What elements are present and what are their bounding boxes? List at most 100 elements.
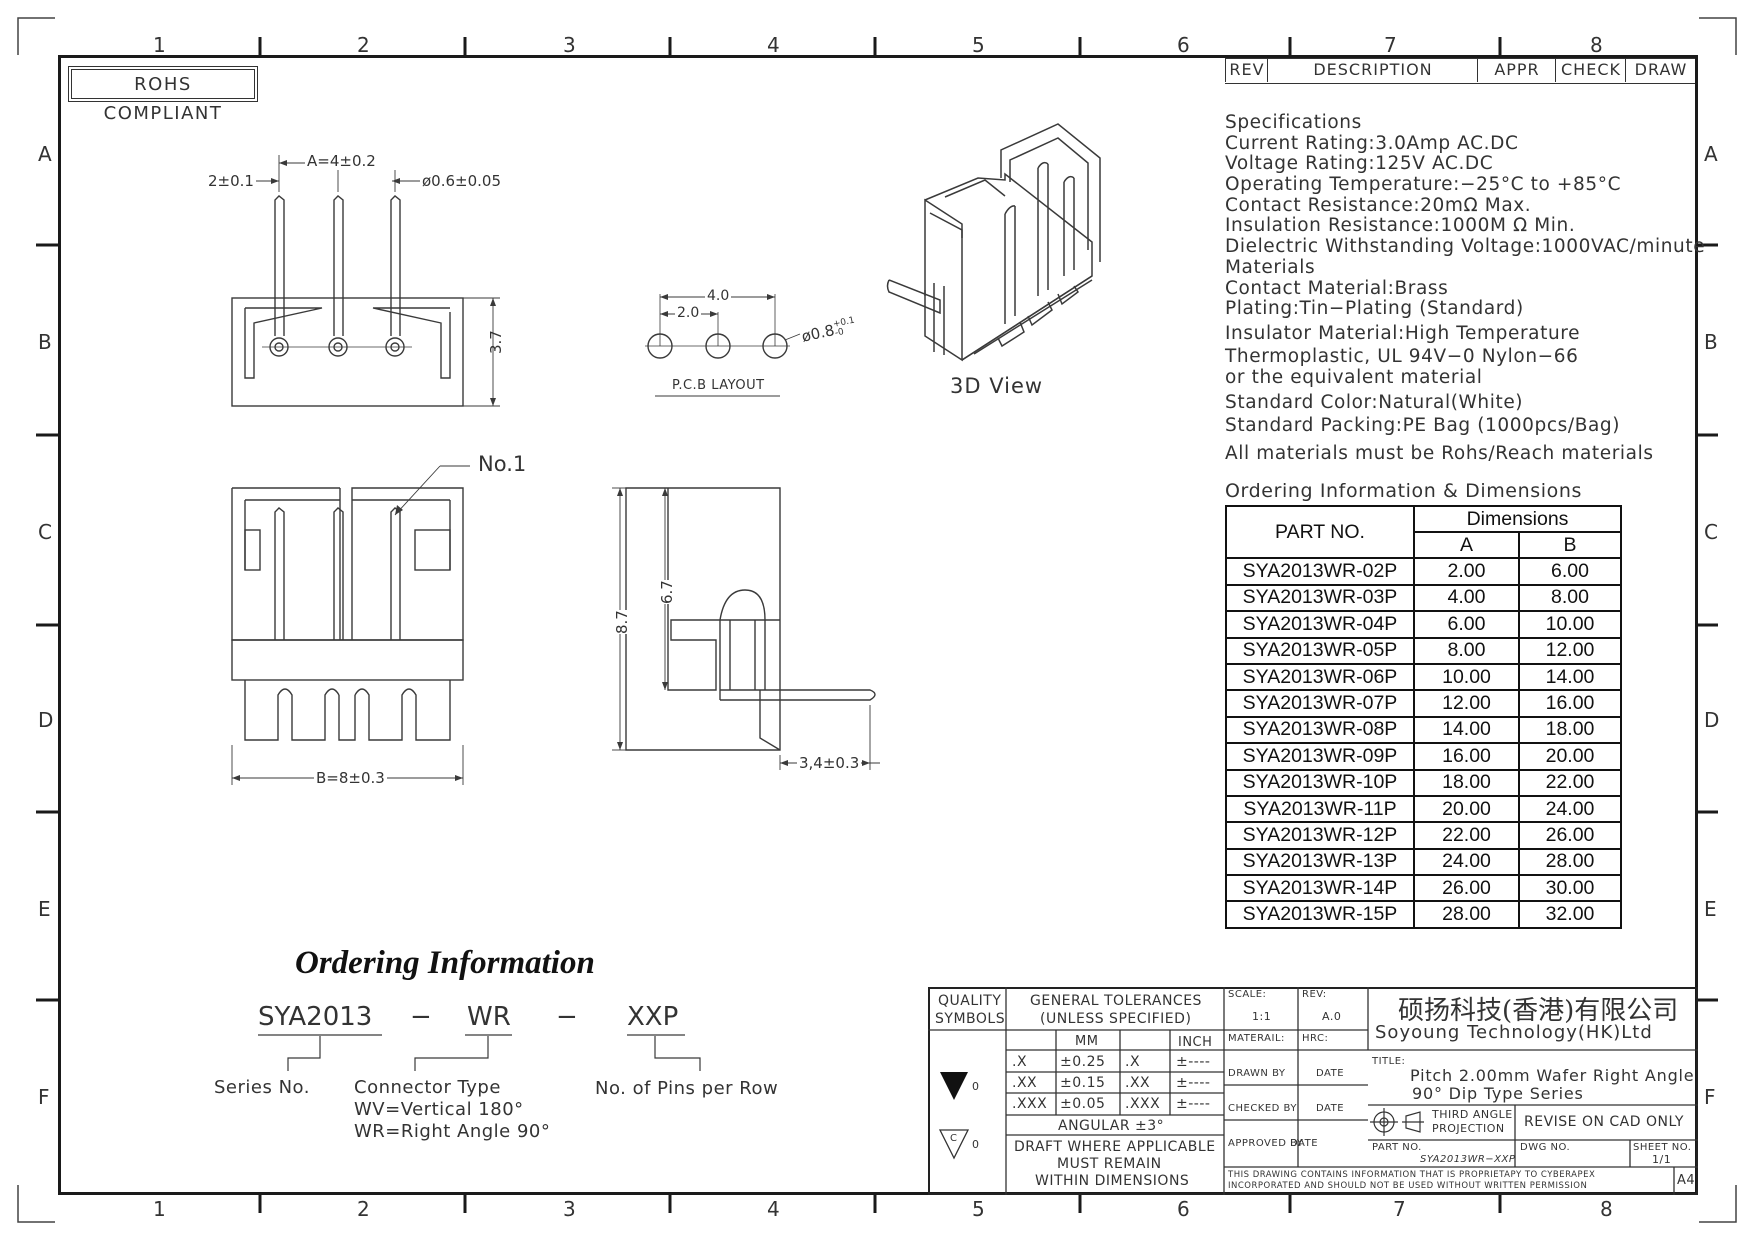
part-number-cell: SYA2013WR-06P [1225,662,1415,692]
check-col-header: CHECK [1555,58,1626,82]
zone-col-1-bottom: 1 [153,1197,166,1221]
dim-b-cell: 20.00 [1518,742,1622,771]
part-number-cell: SYA2013WR-03P [1225,583,1415,613]
company-name-en: Soyoung Technology(HK)Ltd [1375,1022,1653,1043]
tolerance-cell: .X [1012,1054,1028,1070]
drawn-by-label: DRAWN BY [1228,1068,1286,1079]
quality-symbol-outline-value: 0 [972,1138,980,1151]
dim-a-cell: 16.00 [1413,742,1520,771]
drawing-border [58,55,1698,1195]
label-pins-per-row: No. of Pins per Row [595,1078,779,1099]
code-dash-1: − [410,1002,432,1032]
zone-row-e-right: E [1704,897,1717,921]
dim-a-label: A=4±0.2 [305,152,378,170]
dim-b-cell: 8.00 [1518,583,1622,613]
zone-col-4-bottom: 4 [767,1197,780,1221]
proprietary-notice-line-2: INCORPORATED AND SHOULD NOT BE USED WITH… [1228,1181,1588,1191]
dim-a-cell: 14.00 [1413,715,1520,745]
spec-line: Thermoplastic, UL 94V−0 Nylon−66 [1225,346,1579,367]
dim-a-cell: 20.00 [1413,794,1520,824]
zone-col-8-bottom: 8 [1600,1197,1613,1221]
dim-pin-diameter-label: ø0.6±0.05 [422,172,501,190]
zone-col-7-top: 7 [1384,33,1397,57]
view-3d-label: 3D View [950,374,1044,398]
tolerance-cell: ±0.15 [1060,1075,1106,1091]
zone-col-8-top: 8 [1590,33,1603,57]
part-number-cell: SYA2013WR-07P [1225,689,1415,718]
spec-line: Dielectric Withstanding Voltage:1000VAC/… [1225,236,1706,257]
tolerance-cell: .XX [1012,1075,1038,1091]
part-number-cell: SYA2013WR-13P [1225,847,1415,877]
dim-b-cell: 14.00 [1518,662,1622,692]
pcb-layout-label: P.C.B LAYOUT [672,378,765,393]
zone-col-5-bottom: 5 [972,1197,985,1221]
iso-3d-view [886,123,1101,362]
ordering-table-caption: Ordering Information & Dimensions [1225,480,1582,502]
dim-b-cell: 32.00 [1518,900,1622,929]
dim-a-cell: 26.00 [1413,874,1520,903]
zone-row-c-right: C [1704,520,1718,544]
spec-line: Insulator Material:High Temperature [1225,323,1581,344]
part-number-cell: SYA2013WR-09P [1225,742,1415,771]
sheet-size: A4 [1677,1173,1696,1188]
part-number-cell: SYA2013WR-08P [1225,715,1415,745]
tolerance-cell: ±---- [1176,1075,1211,1091]
tolerance-cell: .X [1125,1054,1141,1070]
zone-row-b-left: B [38,330,52,354]
dimensions-header: Dimensions [1413,505,1622,533]
part-number-cell: SYA2013WR-02P [1225,557,1415,586]
zone-row-d-left: D [38,708,54,732]
dim-a-cell: 18.00 [1413,768,1520,797]
zone-row-f-left: F [38,1085,50,1109]
dim-b-cell: 30.00 [1518,874,1622,903]
label-series-no: Series No. [214,1077,310,1098]
dim-a-cell: 28.00 [1413,900,1520,929]
draft-line-2: MUST REMAIN [1057,1156,1162,1172]
dim-a-cell: 10.00 [1413,662,1520,692]
drawn-date-label: DATE [1316,1068,1345,1079]
dim-a-cell: 24.00 [1413,847,1520,877]
zone-col-6-top: 6 [1177,33,1190,57]
tolerance-cell: ±---- [1176,1054,1211,1070]
material-label: MATERAIL: [1228,1033,1285,1044]
appr-col-header: APPR [1477,58,1556,82]
zone-col-5-top: 5 [972,33,985,57]
dim-pitch-2-label: 2.0 [675,305,702,321]
tolerance-cell: ±0.25 [1060,1054,1106,1070]
label-wr: WR=Right Angle 90° [354,1121,551,1142]
proprietary-notice-line-1: THIS DRAWING CONTAINS INFORMATION THAT I… [1228,1170,1596,1180]
dim-a-cell: 2.00 [1413,557,1520,586]
tolerance-cell: .XXX [1012,1096,1048,1112]
checked-date-label: DATE [1316,1103,1345,1114]
code-type: WR [467,1002,511,1032]
rev-col-header: REV [1225,58,1268,82]
spec-line: Plating:Tin−Plating (Standard) [1225,298,1524,319]
rev-label: REV: [1302,989,1327,1000]
spec-line: Contact Material:Brass [1225,278,1449,299]
zone-col-3-top: 3 [563,33,576,57]
spec-line: All materials must be Rohs/Reach materia… [1225,443,1654,464]
zone-row-a-right: A [1704,142,1718,166]
part-no-header: PART NO. [1225,504,1415,560]
description-col-header: DESCRIPTION [1267,58,1478,82]
part-number-cell: SYA2013WR-14P [1225,874,1415,903]
projection-line-2: PROJECTION [1432,1122,1505,1135]
unless-specified-label: (UNLESS SPECIFIED) [1040,1011,1192,1027]
spec-line: Voltage Rating:125V AC.DC [1225,153,1494,174]
zone-col-1-top: 1 [153,33,166,57]
sheet-no-label: SHEET NO. [1633,1142,1692,1153]
zone-row-d-right: D [1704,708,1720,732]
rohs-badge: ROHS COMPLIANT [68,66,258,124]
zone-row-e-left: E [38,897,51,921]
part-number-cell: SYA2013WR-05P [1225,636,1415,665]
title-block [928,987,1698,1195]
